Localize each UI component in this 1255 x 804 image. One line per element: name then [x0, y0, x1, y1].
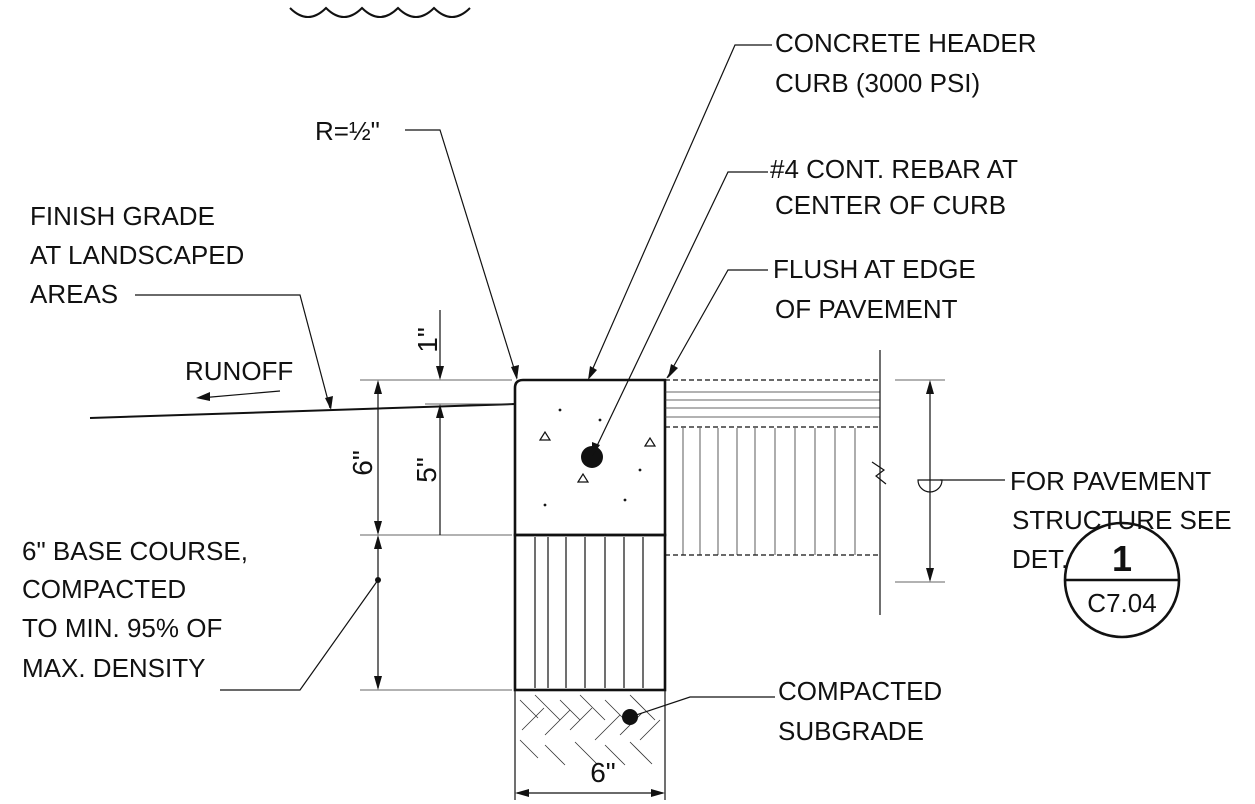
concrete-curb: [513, 378, 667, 537]
rebar-label-line2: CENTER OF CURB: [775, 190, 1006, 220]
base-course-label-line2: COMPACTED: [22, 574, 186, 604]
subgrade-label-line2: SUBGRADE: [778, 716, 924, 746]
pavement-label-line3: DET.: [1012, 544, 1068, 574]
dimension-label-6-inch-width: 6": [590, 757, 616, 788]
radius-label: R=½": [315, 116, 380, 146]
flush-label-line2: OF PAVEMENT: [775, 294, 958, 324]
dimension-base-course: [374, 535, 382, 690]
dimension-1-inch: 1": [412, 310, 444, 535]
concrete-aggregate-marks: [538, 408, 657, 507]
dimension-6-inch-height: 6": [347, 380, 382, 535]
rebar-label: #4 CONT. REBAR AT: [770, 154, 1018, 184]
pavement-structure: [665, 350, 887, 615]
dimension-label-6-inch-height: 6": [347, 450, 378, 476]
dimension-label-1-inch: 1": [412, 327, 443, 353]
dimension-6-inch-width: 6": [514, 757, 666, 800]
dimension-pavement: [895, 379, 945, 583]
base-course-label-line4: MAX. DENSITY: [22, 653, 205, 683]
runoff-arrow: [196, 390, 281, 401]
revision-cloud: [289, 6, 471, 18]
pavement-label: FOR PAVEMENT: [1010, 466, 1211, 496]
concrete-header-label-line2: CURB (3000 PSI): [775, 68, 980, 98]
pavement-label-line2: STRUCTURE SEE: [1012, 505, 1232, 535]
finish-grade-label-line2: AT LANDSCAPED: [30, 240, 244, 270]
base-course-label-line3: TO MIN. 95% OF: [22, 613, 222, 643]
finish-grade-label-line3: AREAS: [30, 279, 118, 309]
flush-label: FLUSH AT EDGE: [773, 254, 976, 284]
leader-arrowheads: [325, 364, 678, 456]
rebar: [581, 446, 603, 468]
subgrade: [514, 690, 666, 775]
runoff-label: RUNOFF: [185, 356, 293, 386]
base-course: [513, 533, 667, 692]
detail-number: 1: [1112, 538, 1132, 579]
concrete-header-label: CONCRETE HEADER: [775, 28, 1036, 58]
leader-lines: [135, 44, 1005, 718]
finish-grade-line: [89, 403, 516, 419]
dimension-label-5-inch: 5": [411, 457, 442, 483]
finish-grade-label: FINISH GRADE: [30, 201, 215, 231]
base-course-label: 6" BASE COURSE,: [22, 536, 248, 566]
subgrade-label: COMPACTED: [778, 676, 942, 706]
detail-sheet: C7.04: [1087, 588, 1156, 618]
detail-callout: 1 C7.04: [1063, 521, 1181, 639]
